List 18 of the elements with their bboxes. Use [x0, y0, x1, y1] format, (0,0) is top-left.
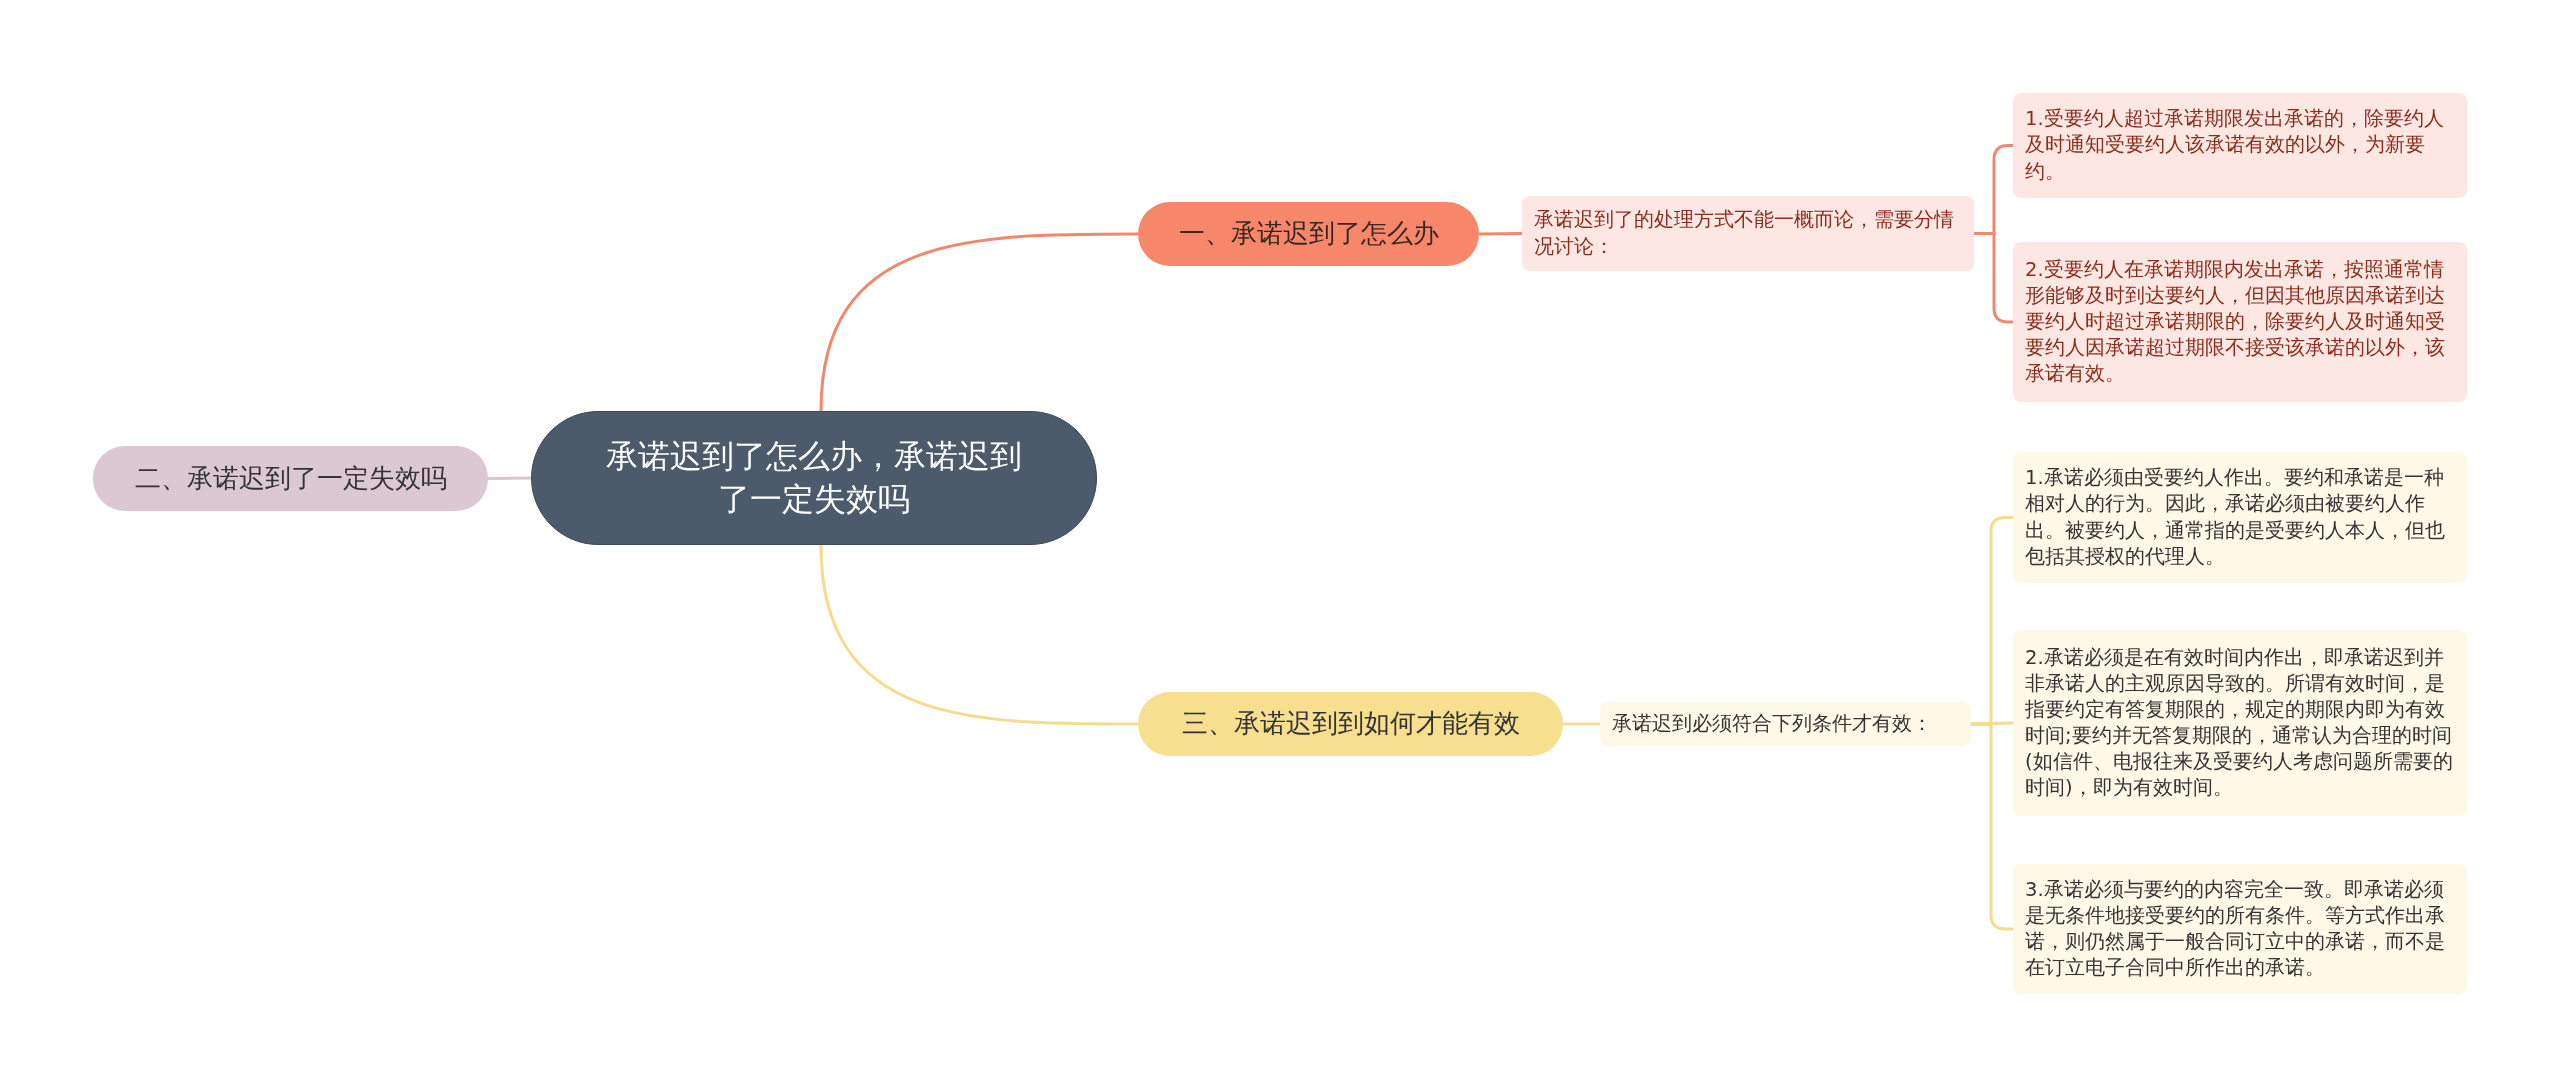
- detail-box: 1.承诺必须由受要约人作出。要约和承诺是一种相对人的行为。因此，承诺必须由被要约人作出。被要约人，通常指的是受要约人本人，但也包括其授权的代理人。: [2013, 452, 2467, 583]
- connector-line: [819, 544, 1138, 726]
- branch-topic: 三、承诺迟到到如何才能有效: [1138, 692, 1563, 756]
- detail-box: 1.受要约人超过承诺期限发出承诺的，除要约人及时通知受要约人该承诺有效的以外，为新要约。: [2013, 93, 2467, 198]
- connector-line: [488, 476, 531, 480]
- detail-box: 承诺迟到必须符合下列条件才有效：: [1600, 702, 1971, 746]
- detail-box: 2.承诺必须是在有效时间内作出，即承诺迟到并非承诺人的主观原因导致的。所谓有效时间，是指要约定有答复期限的，规定的期限内即为有效时间;要约并无答复期限的，通常认为合理的时间(如信件、电报往来及受要约人考虑问题所需要的时间)，即为有效时间。: [2013, 630, 2467, 816]
- branch-topic: 二、承诺迟到了一定失效吗: [93, 446, 488, 511]
- branch-topic: 一、承诺迟到了怎么办: [1138, 202, 1479, 266]
- detail-box: 承诺迟到了的处理方式不能一概而论，需要分情况讨论：: [1522, 196, 1974, 271]
- detail-box: 2.受要约人在承诺期限内发出承诺，按照通常情形能够及时到达要约人，但因其他原因承诺到达要约人时超过承诺期限的，除要约人及时通知受要约人因承诺超过期限不接受该承诺的以外，该承诺有效。: [2013, 242, 2467, 402]
- central-topic: 承诺迟到了怎么办，承诺迟到了一定失效吗: [531, 411, 1097, 545]
- connector-line: [1479, 232, 1522, 236]
- detail-box: 3.承诺必须与要约的内容完全一致。即承诺必须是无条件地接受要约的所有条件。等方式作出承诺，则仍然属于一般合同订立中的承诺，而不是在订立电子合同中所作出的承诺。: [2013, 864, 2467, 994]
- connector-line: [1970, 721, 2014, 726]
- connector-line: [1563, 722, 1600, 726]
- connector-line: [1971, 722, 2013, 931]
- connector-line: [819, 232, 1138, 412]
